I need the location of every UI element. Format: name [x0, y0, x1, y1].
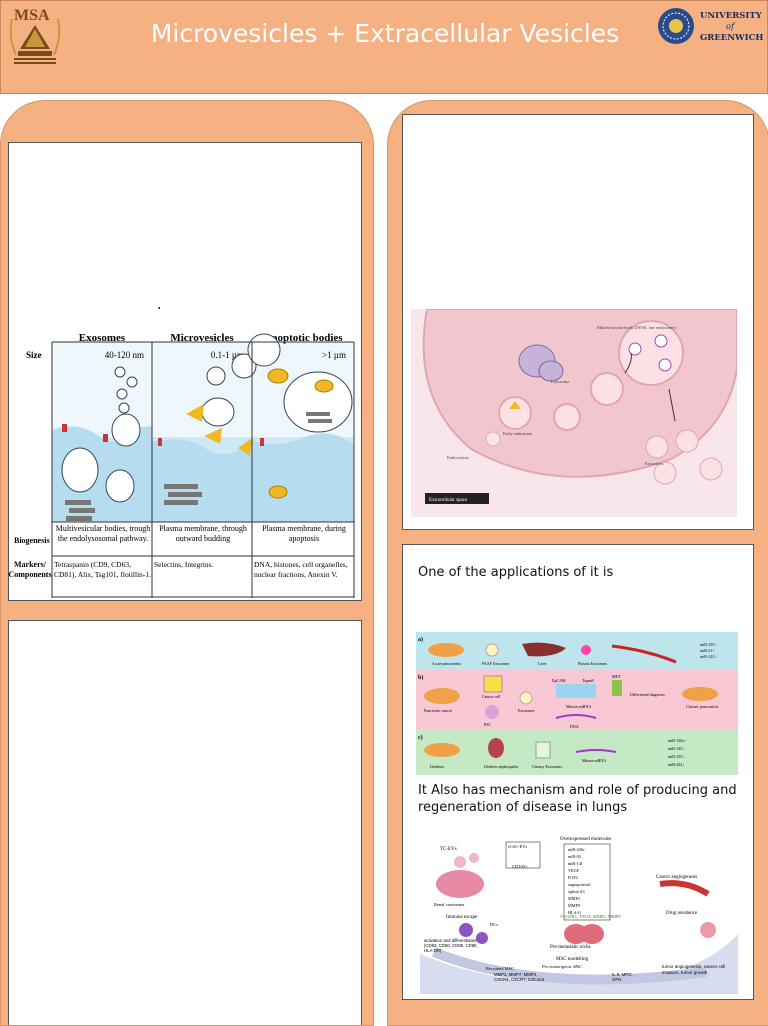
- tc-evs-label: TC-EVs: [440, 847, 457, 852]
- b-item-8: DNA: [570, 724, 579, 729]
- applications-text: One of the applications of it is: [418, 565, 614, 580]
- col-apoptotic: Apoptotic bodies: [263, 332, 343, 344]
- svg-text:angiopoietin1: angiopoietin1: [568, 882, 591, 887]
- cd105-label: CD105+: [512, 864, 528, 869]
- svg-text:miR-226c: miR-226c: [568, 847, 585, 852]
- overrep-title: Overexpressed molecules: [560, 837, 611, 842]
- a-item-0: Acute pancreatitis: [432, 661, 461, 666]
- size-exosomes: 40-120 nm: [105, 350, 144, 360]
- dot-text: .: [157, 297, 162, 313]
- size-microvesicles: 0.1-1 µm: [211, 350, 244, 360]
- svg-text:ephrin A3: ephrin A3: [568, 889, 585, 894]
- svg-text:VEGF: VEGF: [568, 868, 580, 873]
- il-text: IL-8, MPO, OPN: [612, 972, 633, 982]
- drug-label: Drug resistence: [666, 911, 698, 916]
- biogenesis-label: Biogenesis: [14, 536, 50, 545]
- markers-apoptotic: DNA, histones, cell organelles, nuclear …: [254, 560, 348, 579]
- markers-exosomes: Tetraspanin (CD9, CD63, CD81), Alix, Tsg…: [54, 560, 152, 579]
- a-item-2: Liver: [538, 661, 547, 666]
- b-item-9: Differential diagnosis: [630, 692, 665, 697]
- endocytosis-label: Endocytosis: [447, 455, 469, 460]
- left-bottom-box: [8, 620, 362, 1025]
- recruited-label: Recruited MSC: [486, 966, 514, 971]
- exosomes-label: Exosomes: [645, 461, 664, 466]
- b-item-0: Pancreatic cancer: [424, 708, 453, 713]
- a-mir-2: miR-122↑: [700, 654, 716, 659]
- c-mir-0: miR-130a↑: [668, 738, 686, 743]
- markers-label: Markers/ Components: [8, 560, 52, 579]
- svg-text:miR-92: miR-92: [568, 854, 581, 859]
- uog-logo: UNIVERSITY of GREENWICH: [656, 6, 766, 50]
- c-mir-3: miR-424↓: [668, 762, 684, 767]
- b-item-4: EpCAM: [552, 678, 566, 683]
- mmps-text: MMP2, MMP7, MMP3, CXCR4, CXCR7, COL4A3: [494, 972, 545, 982]
- b-item-2: Cancer cell: [482, 694, 501, 699]
- microvesicle-illustration: [158, 353, 257, 505]
- b-item-1: PSC: [484, 722, 491, 727]
- row-b-label: b): [418, 674, 423, 681]
- svg-text:MMP2: MMP2: [568, 896, 580, 901]
- ev-types-table: Exosomes Microvesicles Apoptotic bodies …: [8, 332, 355, 598]
- header-bar: MSA Microvesicles + Extracellular Vesicl…: [0, 0, 768, 94]
- row-c-label: c): [418, 734, 423, 741]
- pro-label: Pro-tumorigenic MSC: [541, 964, 583, 969]
- col-microvesicles: Microvesicles: [170, 332, 234, 344]
- svg-text:miR-141: miR-141: [568, 861, 583, 866]
- a-mir-0: miR-155↑: [700, 642, 716, 647]
- niche-label: Pre-metastatic niche: [550, 945, 591, 950]
- activation-text: activation and differentiation (CD83, CD…: [424, 938, 478, 953]
- c-item-1: Diabetic nephropathy: [484, 764, 519, 769]
- extracellular-label: Extracellular space: [429, 498, 468, 503]
- b-item-10: Chronic pancreatitis: [686, 704, 719, 709]
- b-item-7: Mature miRNA: [566, 704, 591, 709]
- c-item-0: Diabetes: [430, 764, 444, 769]
- biogenesis-microvesicles: Plasma membrane, through outward budding: [159, 524, 247, 543]
- c-item-3: Mature mRNA: [582, 758, 606, 763]
- dcs-label: DCs: [490, 922, 498, 927]
- vegfr-text: VEGFR1, VEGF, MMP2, MMP9: [560, 914, 621, 920]
- exosome-illustration: [61, 366, 141, 521]
- markers-microvesicles: Selectins, Integrins.: [154, 560, 214, 569]
- b-item-5: Tspan8: [582, 678, 594, 683]
- svg-text:MMP9: MMP9: [568, 903, 580, 908]
- c-mir-2: miR-155↓: [668, 754, 684, 759]
- row-a-label: a): [418, 636, 423, 643]
- a-mir-1: miR-21↑: [700, 648, 714, 653]
- msc-label: MSC modelling: [556, 957, 589, 962]
- msa-logo: MSA: [6, 7, 64, 67]
- msa-logo-text: MSA: [14, 7, 50, 24]
- b-item-3: Exosomes: [518, 708, 535, 713]
- biogenesis-apoptotic: Plasma membrane, during apoptosis: [262, 524, 346, 543]
- c-mir-1: miR-145↓: [668, 746, 684, 751]
- a-item-1: PAAF Exosomes: [482, 661, 510, 666]
- pancreas-figure: a) b) c) Acute pancreatitis PAAF Exosome…: [416, 632, 738, 775]
- uog-logo-text: UNIVERSITY of GREENWICH: [700, 11, 764, 43]
- a-item-3: Plasma Exosomes: [578, 661, 607, 666]
- biogenesis-exosomes: Multivesicular bodies, trough the endoly…: [55, 524, 151, 543]
- col-exosomes: Exosomes: [79, 332, 126, 344]
- early-endosome-label: Early endosome: [503, 431, 532, 436]
- lysosome-label: Lysosome: [551, 379, 569, 384]
- angio-label: Cancer angiogenesis: [656, 875, 697, 880]
- page-title: Microvesicles + Extracellular Vesicles: [150, 19, 620, 48]
- apoptotic-illustration: [247, 333, 353, 499]
- immune-label: Immune escape: [446, 915, 478, 920]
- b-item-6: MET: [612, 674, 621, 679]
- lung-text: It Also has mechanism and role of produc…: [418, 783, 737, 815]
- c-item-2: Urinary Exosomes: [532, 764, 562, 769]
- csc-evs-label: rCSC-EVs: [508, 844, 528, 849]
- svg-text:HLA-G: HLA-G: [568, 910, 581, 915]
- exosome-biogenesis-diagram: Multivesicular body (MVB, late endosome)…: [411, 309, 737, 517]
- lung-figure: TC-EVs Renal carcinoma rCSC-EVs CD105+ O…: [420, 837, 738, 994]
- tumor-text: tumor angiogenesis, cancer cell invasion…: [662, 964, 726, 975]
- size-apoptotic: >1 µm: [322, 350, 346, 360]
- svg-text:FGF2: FGF2: [568, 875, 578, 880]
- size-label: Size: [26, 350, 42, 360]
- mvb-label: Multivesicular body (MVB, late endosome): [597, 325, 676, 331]
- renal-label: Renal carcinoma: [434, 902, 464, 907]
